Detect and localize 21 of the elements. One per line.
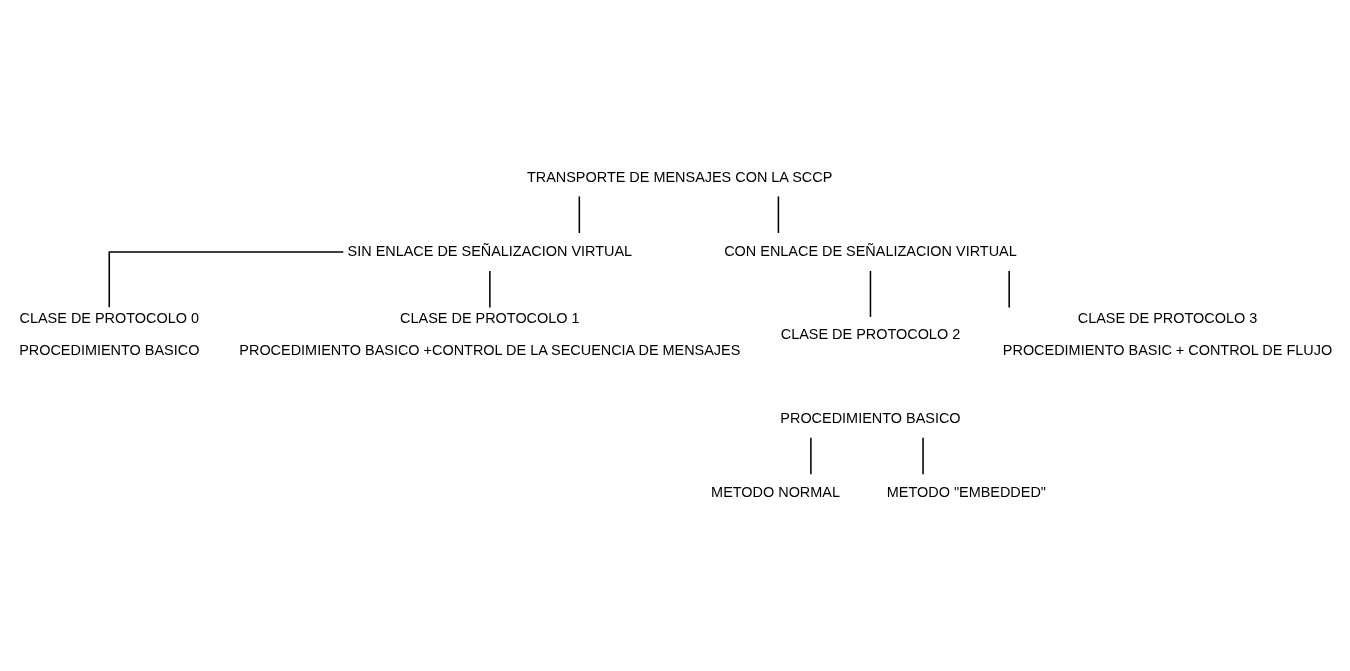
connector [810,437,812,476]
connector [489,270,491,309]
node-text: CON ENLACE DE SEÑALIZACION VIRTUAL [724,242,1017,259]
node-text: CLASE DE PROTOCOLO 3 [1077,310,1258,327]
connector [1008,270,1010,309]
node-text: PROCEDIMIENTO BASICO [780,409,961,426]
node-label: PROCEDIMIENTO BASICO +CONTROL DE LA SECUENCIA DE MENSAJES [239,342,741,359]
connector [922,437,924,476]
node-text: CLASE DE PROTOCOLO 0 [19,310,199,327]
node-label: PROCEDIMIENTO BASIC + CONTROL DE FLUJO [1002,342,1333,359]
node-text: TRANSPORTE DE MENSAJES CON LA SCCP [526,168,833,185]
node-text: METODO NORMAL [711,484,841,501]
node-text: METODO "EMBEDDED" [886,484,1046,501]
connector [777,195,780,234]
node-text: CLASE DE PROTOCOLO 1 [400,310,580,327]
connector [108,251,345,308]
connector [869,270,872,318]
node-label: PROCEDIMIENTO BASICO [19,342,200,359]
node-text: SIN ENLACE DE SEÑALIZACION VIRTUAL [347,242,633,259]
connector [578,195,581,234]
node-text: CLASE DE PROTOCOLO 2 [780,326,961,343]
